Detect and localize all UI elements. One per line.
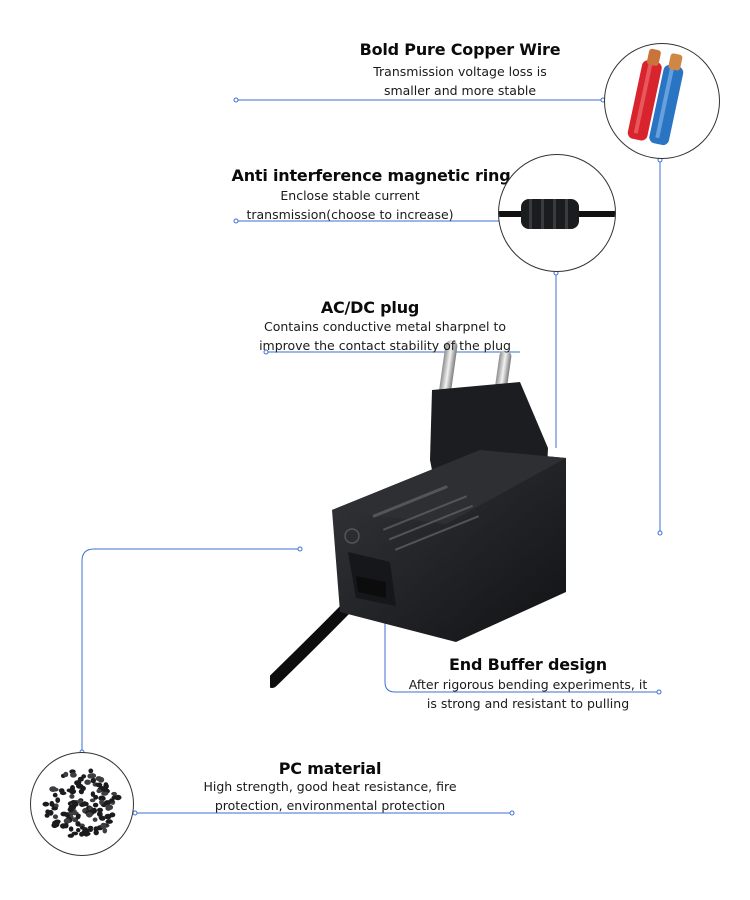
connector-dot bbox=[509, 810, 515, 816]
connector-dot bbox=[297, 546, 303, 552]
granule bbox=[88, 768, 94, 774]
granule bbox=[99, 799, 104, 805]
connector-dot bbox=[132, 810, 138, 816]
adapter-label-print bbox=[344, 485, 480, 551]
connector-line-buffer bbox=[384, 612, 659, 693]
granule bbox=[72, 801, 79, 807]
granule bbox=[93, 794, 99, 800]
feature-desc-line: Enclose stable current bbox=[280, 188, 420, 203]
granule bbox=[89, 773, 97, 779]
connector-dot bbox=[263, 349, 269, 355]
feature-desc-line: is strong and resistant to pulling bbox=[426, 696, 630, 711]
granule bbox=[97, 807, 103, 813]
feature-desc-line: improve the contact stability of the plu… bbox=[259, 338, 511, 353]
granule bbox=[49, 786, 57, 792]
granule bbox=[54, 821, 60, 828]
connector-dot bbox=[656, 689, 662, 695]
granule bbox=[80, 825, 85, 830]
feature-title-copper: Bold Pure Copper Wire bbox=[359, 40, 561, 59]
feature-title-ring: Anti interference magnetic ring bbox=[231, 166, 511, 185]
granule bbox=[92, 817, 98, 822]
feature-desc-buffer: After rigorous bending experiments, it i… bbox=[396, 675, 660, 713]
granule bbox=[85, 812, 93, 818]
granule bbox=[67, 833, 74, 838]
granule bbox=[82, 801, 88, 807]
power-adapter-image bbox=[270, 340, 566, 688]
granule bbox=[42, 801, 50, 807]
granule bbox=[52, 792, 58, 798]
granule bbox=[93, 830, 99, 836]
granule bbox=[80, 830, 88, 836]
feature-desc-plug: Contains conductive metal sharpnel to im… bbox=[236, 317, 534, 355]
feature-desc-line: transmission(choose to increase) bbox=[246, 207, 454, 222]
granule bbox=[70, 772, 77, 778]
connector-line-pc bbox=[81, 548, 300, 752]
feature-title-pc: PC material bbox=[278, 759, 382, 778]
granule bbox=[49, 800, 55, 807]
magnetic-ring-icon bbox=[498, 154, 616, 272]
granule bbox=[109, 798, 115, 803]
granule bbox=[101, 791, 109, 796]
connector-dot bbox=[233, 97, 239, 103]
feature-desc-line: smaller and more stable bbox=[383, 83, 537, 98]
granule bbox=[63, 771, 69, 778]
granule bbox=[95, 782, 103, 788]
granule bbox=[89, 798, 96, 803]
feature-title-buffer: End Buffer design bbox=[449, 655, 607, 674]
feature-desc-line: High strength, good heat resistance, fir… bbox=[203, 779, 457, 794]
granule bbox=[99, 816, 106, 820]
granule bbox=[55, 797, 61, 803]
granule bbox=[92, 802, 99, 808]
granule bbox=[67, 807, 74, 813]
granule bbox=[45, 809, 51, 815]
granule bbox=[76, 828, 81, 833]
granule bbox=[111, 791, 117, 796]
granule bbox=[77, 799, 83, 804]
feature-desc-line: Transmission voltage loss is bbox=[373, 64, 547, 79]
granule bbox=[98, 795, 106, 801]
granule bbox=[95, 776, 103, 782]
granule bbox=[90, 777, 96, 784]
granule bbox=[105, 819, 113, 824]
granule bbox=[63, 818, 71, 824]
granule bbox=[75, 814, 81, 820]
granule bbox=[63, 822, 69, 829]
granule bbox=[60, 791, 67, 796]
granule bbox=[96, 788, 102, 794]
feature-desc-line: Contains conductive metal sharpnel to bbox=[264, 319, 506, 334]
granule bbox=[105, 805, 112, 811]
feature-desc-copper: Transmission voltage loss is smaller and… bbox=[320, 62, 600, 100]
feature-desc-pc: High strength, good heat resistance, fir… bbox=[180, 777, 480, 815]
connector-dot bbox=[657, 530, 663, 536]
feature-desc-line: After rigorous bending experiments, it bbox=[408, 677, 648, 692]
connector-dot bbox=[233, 218, 239, 224]
copper-wire-icon bbox=[604, 43, 720, 159]
granule bbox=[75, 821, 81, 827]
granule bbox=[68, 826, 74, 832]
granule bbox=[100, 822, 107, 829]
granule bbox=[90, 791, 96, 797]
granule bbox=[76, 783, 84, 789]
granule bbox=[69, 794, 75, 799]
granule bbox=[96, 811, 103, 817]
granule bbox=[102, 827, 108, 834]
pc-granules-icon bbox=[30, 752, 134, 856]
granule bbox=[111, 795, 119, 800]
granule bbox=[44, 813, 50, 818]
granule bbox=[69, 788, 77, 795]
granule bbox=[88, 827, 93, 832]
granule bbox=[104, 813, 112, 820]
granule bbox=[102, 786, 108, 792]
granule bbox=[52, 814, 59, 819]
feature-desc-line: protection, environmental protection bbox=[214, 798, 446, 813]
granule bbox=[84, 779, 91, 785]
feature-desc-ring: Enclose stable current transmission(choo… bbox=[220, 186, 480, 224]
feature-title-plug: AC/DC plug bbox=[320, 298, 420, 317]
granule bbox=[51, 806, 58, 811]
